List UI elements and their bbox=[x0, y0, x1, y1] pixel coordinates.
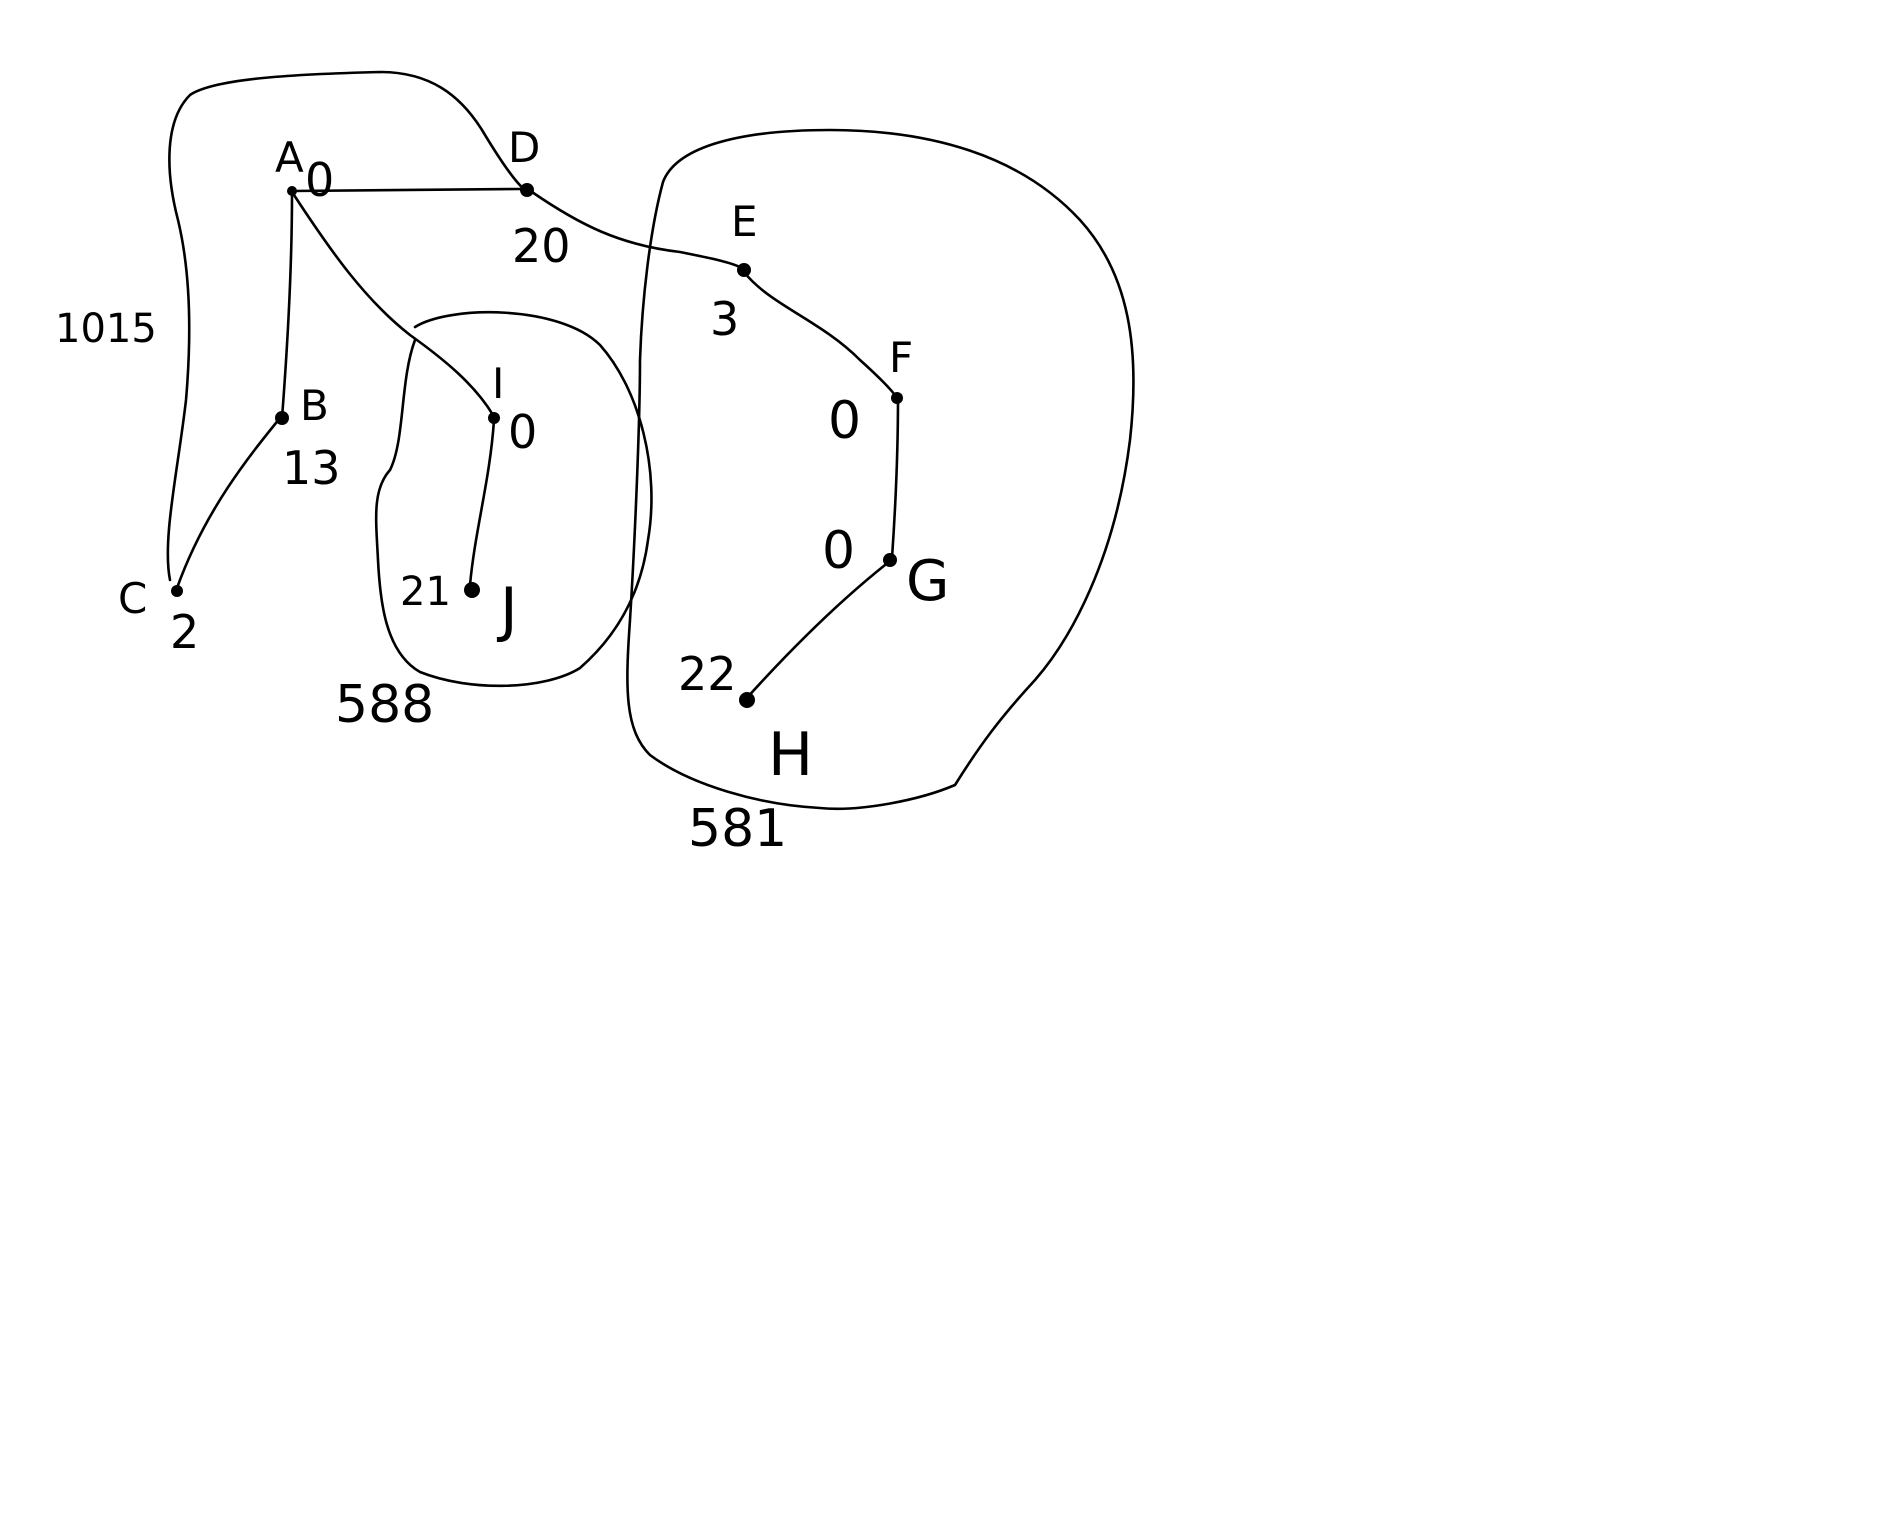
node-B-value: 13 bbox=[282, 441, 341, 495]
node-H-label: H bbox=[768, 720, 813, 790]
edge-I-J bbox=[468, 418, 496, 587]
edge-layer bbox=[175, 187, 900, 702]
node-E-label: E bbox=[731, 197, 758, 246]
node-C-label: C bbox=[118, 574, 147, 623]
node-F-value: 0 bbox=[828, 391, 861, 451]
group-middle-outline bbox=[374, 311, 653, 688]
node-G-value: 0 bbox=[822, 521, 855, 581]
node-B-dot bbox=[275, 411, 289, 425]
node-J-label: J bbox=[496, 575, 518, 645]
node-G-dot bbox=[883, 553, 897, 567]
edge-B-C bbox=[175, 416, 282, 590]
edge-A-D bbox=[290, 187, 522, 193]
edge-A-B bbox=[280, 191, 294, 420]
edge-D-E bbox=[530, 190, 744, 270]
node-F-label: F bbox=[889, 333, 913, 382]
node-A-dot bbox=[287, 186, 297, 196]
node-I-value: 0 bbox=[508, 405, 537, 459]
node-J-dot bbox=[464, 582, 480, 598]
node-I-label: I bbox=[492, 359, 504, 408]
node-E-value: 3 bbox=[710, 292, 739, 346]
node-F-dot bbox=[891, 392, 903, 404]
node-B-label: B bbox=[300, 381, 329, 430]
node-D-label: D bbox=[508, 123, 540, 172]
group-right-total: 581 bbox=[688, 799, 787, 859]
node-H-value: 22 bbox=[678, 647, 737, 701]
node-C-value: 2 bbox=[170, 605, 199, 659]
group-left-total: 1015 bbox=[55, 306, 157, 352]
node-A-value: 0 bbox=[305, 153, 334, 207]
node-D-value: 20 bbox=[512, 219, 571, 273]
node-A-label: A bbox=[275, 133, 304, 182]
node-J-value: 21 bbox=[400, 569, 451, 615]
node-E-dot bbox=[737, 263, 751, 277]
group-right-outline bbox=[626, 128, 1135, 811]
group-middle-total: 588 bbox=[335, 675, 434, 735]
edge-A-I bbox=[292, 193, 495, 417]
node-D-dot bbox=[520, 183, 534, 197]
node-H-dot bbox=[739, 692, 755, 708]
edge-E-F bbox=[742, 270, 899, 400]
edge-G-H bbox=[743, 563, 887, 702]
group-left-outline bbox=[166, 70, 527, 582]
node-I-dot bbox=[488, 412, 500, 424]
node-G-label: G bbox=[906, 549, 949, 614]
node-C-dot bbox=[171, 585, 183, 597]
edge-F-G bbox=[890, 396, 900, 560]
